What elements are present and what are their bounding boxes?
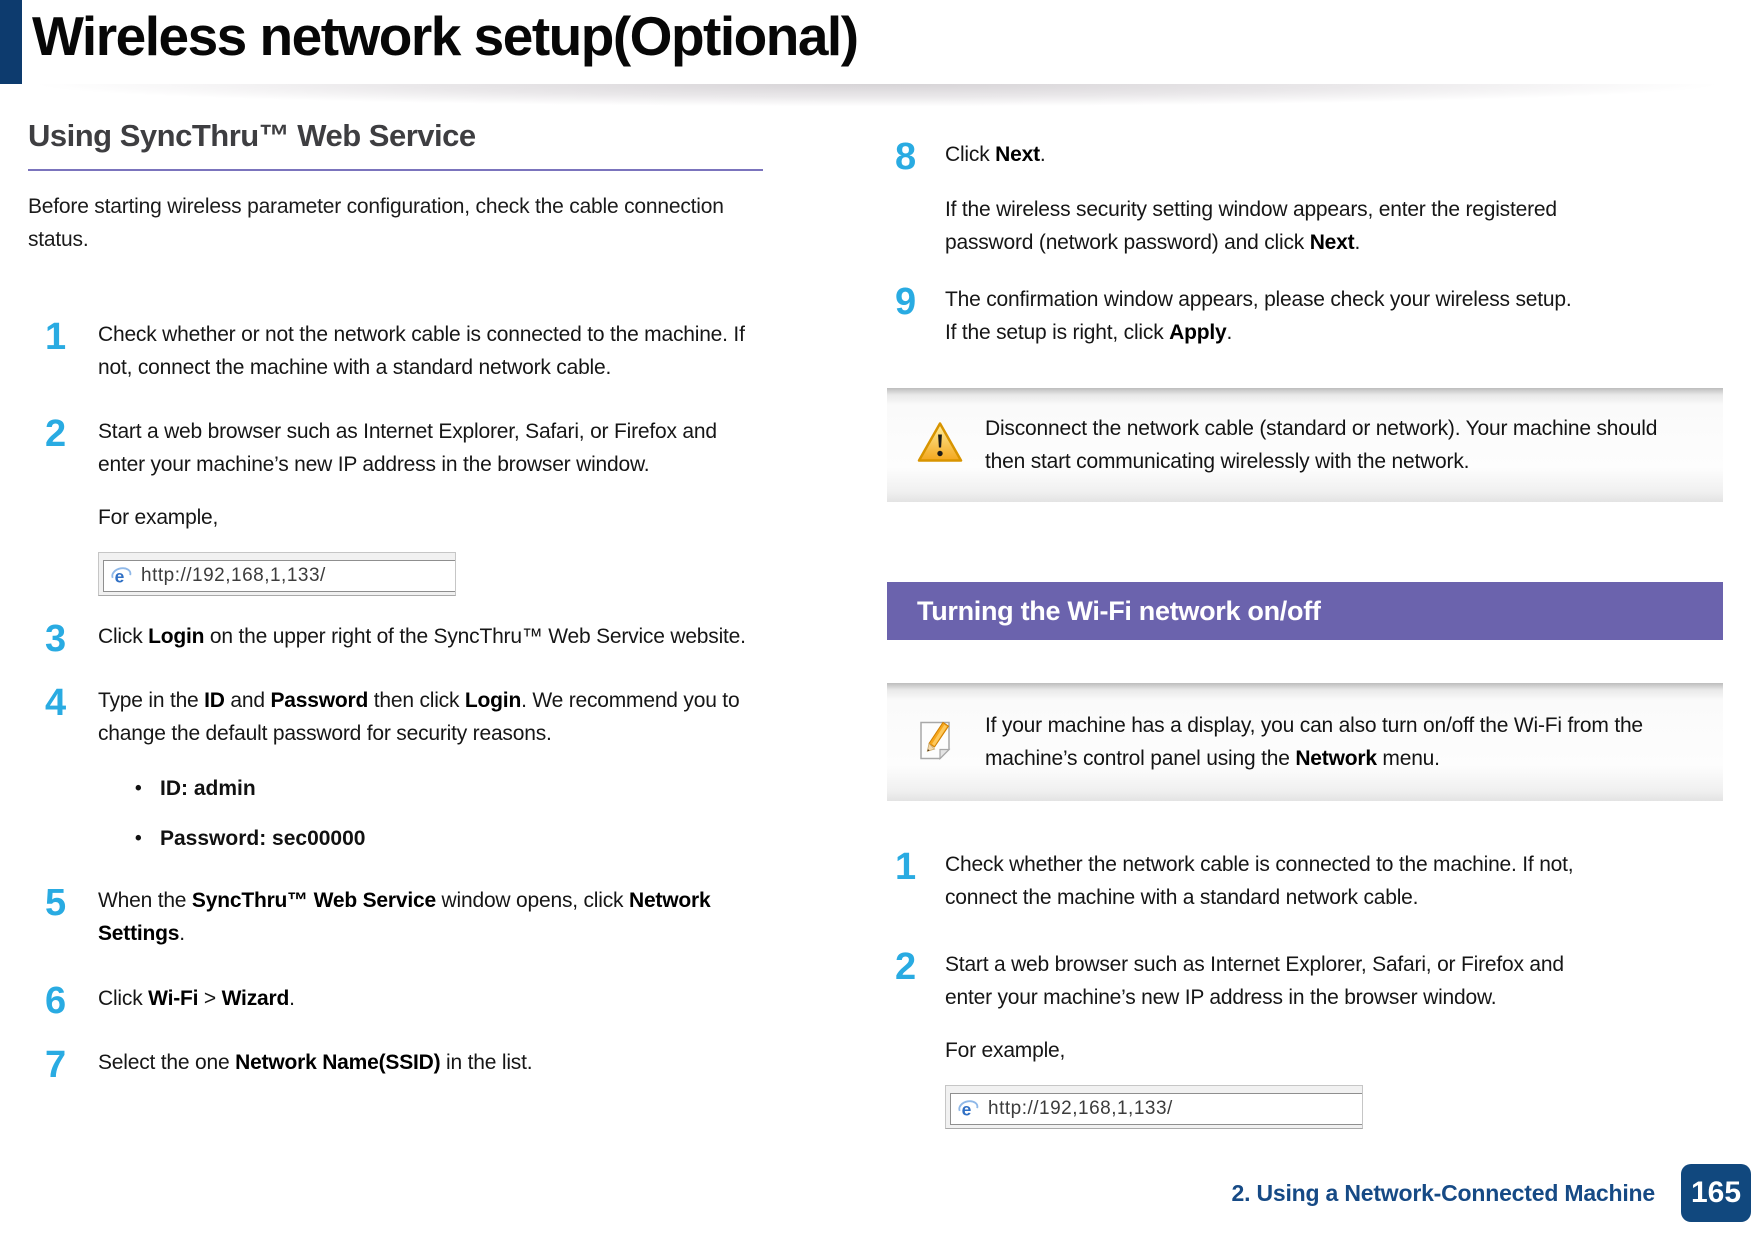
bullet-item: ID: admin — [98, 774, 768, 804]
title-accent-bar — [0, 0, 22, 95]
left-column: Using SyncThru™ Web Service Before start… — [28, 0, 768, 1240]
heading-rule — [28, 169, 763, 171]
step-number: 6 — [45, 980, 67, 1022]
step-text: When the SyncThru™ Web Service window op… — [98, 889, 711, 945]
page-number-badge: 165 — [1681, 1164, 1751, 1222]
intro-paragraph: Before starting wireless parameter confi… — [28, 195, 724, 251]
step-1-left: 1 Check whether or not the network cable… — [28, 318, 768, 384]
step-3-left: 3 Click Login on the upper right of the … — [28, 620, 768, 658]
step-text: Check whether the network cable is conne… — [945, 853, 1574, 909]
step-number: 2 — [45, 413, 67, 455]
for-example-label: For example, — [945, 1039, 1066, 1062]
bullet-item: Password: sec00000 — [98, 824, 768, 854]
step-text: Check whether or not the network cable i… — [98, 323, 745, 379]
footer-chapter: 2. Using a Network-Connected Machine — [1231, 1180, 1656, 1206]
step-number: 8 — [895, 136, 917, 178]
svg-text:e: e — [115, 566, 125, 586]
step-2-left: 2 Start a web browser such as Internet E… — [28, 415, 768, 596]
warning-text: Disconnect the network cable (standard o… — [985, 417, 1658, 473]
svg-text:e: e — [962, 1099, 972, 1119]
for-example-label: For example, — [98, 506, 219, 529]
step-7-left: 7 Select the one Network Name(SSID) in t… — [28, 1046, 768, 1084]
browser-address-bar: e http://192,168,1,133/ — [98, 552, 456, 596]
step-number: 1 — [45, 316, 67, 358]
title-shadow-strip — [0, 84, 1755, 112]
step-number: 2 — [895, 946, 917, 988]
step-9: 9 The confirmation window appears, pleas… — [887, 283, 1723, 349]
address-url: http://192,168,1,133/ — [988, 1098, 1173, 1119]
step-text: Start a web browser such as Internet Exp… — [945, 953, 1564, 1009]
step-number: 4 — [45, 682, 67, 724]
warning-triangle-icon — [917, 422, 963, 469]
step-subtext: If the wireless security setting window … — [945, 198, 1557, 254]
bullet-list: ID: admin Password: sec00000 — [98, 774, 768, 854]
step-text: Click Login on the upper right of the Sy… — [98, 625, 746, 648]
step-number: 1 — [895, 846, 917, 888]
note-callout: If your machine has a display, you can a… — [887, 683, 1723, 801]
step-number: 9 — [895, 281, 917, 323]
step-text: Type in the ID and Password then click L… — [98, 689, 740, 745]
browser-address-bar: e http://192,168,1,133/ — [945, 1085, 1363, 1129]
step-1-right: 1 Check whether the network cable is con… — [887, 848, 1723, 914]
section-banner-title: Turning the Wi-Fi network on/off — [917, 596, 1321, 626]
step-8: 8 Click Next. If the wireless security s… — [887, 138, 1723, 259]
section-banner-wifi-onoff: Turning the Wi-Fi network on/off — [887, 582, 1723, 640]
step-number: 5 — [45, 882, 67, 924]
address-url: http://192,168,1,133/ — [141, 565, 326, 586]
step-2-right: 2 Start a web browser such as Internet E… — [887, 948, 1723, 1129]
note-text: If your machine has a display, you can a… — [985, 714, 1643, 770]
section-heading-syncthru: Using SyncThru™ Web Service — [28, 118, 476, 153]
right-column: 8 Click Next. If the wireless security s… — [887, 0, 1723, 1240]
step-number: 3 — [45, 618, 67, 660]
step-4-left: 4 Type in the ID and Password then click… — [28, 684, 768, 874]
step-text: Select the one Network Name(SSID) in the… — [98, 1051, 533, 1074]
internet-explorer-icon: e — [110, 565, 132, 587]
step-number: 7 — [45, 1044, 67, 1086]
pencil-note-icon — [917, 718, 957, 767]
step-text: Click Next. — [945, 143, 1046, 166]
step-text: Click Wi-Fi > Wizard. — [98, 987, 295, 1010]
step-6-left: 6 Click Wi-Fi > Wizard. — [28, 982, 768, 1020]
internet-explorer-icon: e — [957, 1098, 979, 1120]
step-5-left: 5 When the SyncThru™ Web Service window … — [28, 884, 768, 950]
page-title: Wireless network setup(Optional) — [32, 5, 859, 67]
step-text: Start a web browser such as Internet Exp… — [98, 420, 717, 476]
warning-callout: Disconnect the network cable (standard o… — [887, 388, 1723, 502]
step-text: The confirmation window appears, please … — [945, 288, 1572, 344]
